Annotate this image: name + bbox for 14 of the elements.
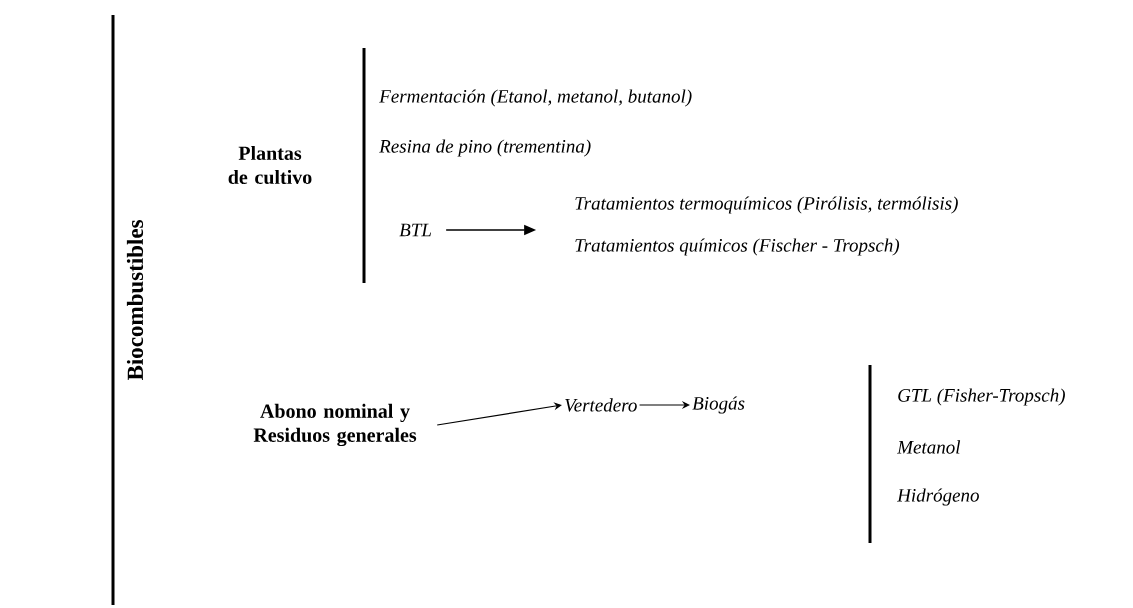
group-title: Plantas de cultivo [228, 145, 312, 185]
item-text: BTL [399, 223, 432, 237]
item-text: Vertedero [565, 398, 637, 412]
item-text: Metanol [897, 440, 961, 454]
arrow [436, 402, 562, 426]
item-text: Hidrógeno [897, 488, 979, 506]
category-title: Biocombustibles [126, 220, 144, 381]
item-text: Resina de pino (trementina) [379, 139, 591, 157]
group-title: Abono nominal y Residuos generales [253, 403, 417, 447]
item-text: Biogás [692, 396, 745, 414]
item-text: GTL (Fisher-Tropsch) [898, 388, 1065, 406]
item-text: Tratamientos químicos (Fischer - Tropsch) [575, 238, 900, 256]
item-text: Tratamientos termoquímicos (Pirólisis, termólisis) [575, 196, 958, 214]
item-text: Fermentación (Etanol, metanol, butanol) [379, 89, 692, 107]
